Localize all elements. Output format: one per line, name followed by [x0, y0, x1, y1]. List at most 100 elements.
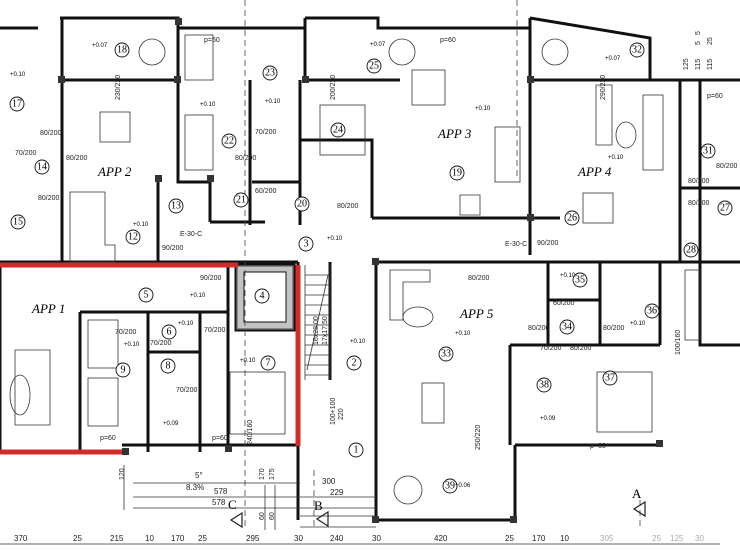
- room-number: 23: [262, 65, 278, 81]
- svg-text:370: 370: [14, 534, 28, 543]
- svg-text:39: 39: [445, 481, 455, 492]
- svg-text:3: 3: [304, 239, 309, 250]
- svg-text:+0.06: +0.06: [455, 483, 471, 489]
- bottom-dimensions: 370 25 215 10 170 25 295 30 240 30 420 2…: [0, 534, 720, 545]
- svg-text:250/220: 250/220: [475, 425, 482, 450]
- svg-text:70/200: 70/200: [150, 340, 172, 347]
- svg-text:10: 10: [560, 534, 569, 543]
- svg-text:100/160: 100/160: [675, 330, 682, 355]
- svg-text:32: 32: [632, 45, 642, 56]
- room-number: 3: [298, 236, 314, 252]
- svg-text:+0.10: +0.10: [350, 339, 366, 345]
- svg-text:25: 25: [505, 534, 514, 543]
- svg-text:220: 220: [338, 408, 345, 420]
- svg-text:38: 38: [539, 380, 549, 391]
- svg-text:8.3%: 8.3%: [186, 483, 204, 492]
- svg-text:33: 33: [441, 349, 451, 360]
- room-number: 14: [34, 159, 50, 175]
- room-number: 13: [168, 198, 184, 214]
- svg-text:60/200: 60/200: [553, 300, 575, 307]
- svg-text:80/200: 80/200: [40, 130, 62, 137]
- corridor-label: E-30-C: [505, 241, 527, 248]
- room-number: 4: [254, 288, 270, 304]
- columns: [58, 18, 663, 523]
- room-number: 27: [717, 200, 733, 216]
- staircase: [304, 265, 331, 380]
- walls: [0, 16, 740, 522]
- svg-text:5: 5: [695, 41, 702, 45]
- svg-text:18: 18: [117, 45, 127, 56]
- door-labels: 80/200 70/200 80/200 80/200 60/200 80/20…: [15, 129, 738, 394]
- svg-text:80/200: 80/200: [528, 325, 550, 332]
- svg-text:26: 26: [567, 213, 577, 224]
- room-number: 35: [572, 272, 588, 288]
- svg-text:24: 24: [333, 125, 343, 136]
- svg-text:175: 175: [269, 468, 276, 480]
- svg-text:36: 36: [647, 306, 657, 317]
- svg-text:19: 19: [452, 168, 462, 179]
- svg-text:60: 60: [269, 512, 276, 520]
- svg-text:70/200: 70/200: [15, 150, 37, 157]
- svg-text:300: 300: [322, 477, 336, 486]
- svg-text:80/200: 80/200: [570, 345, 592, 352]
- room-number: 37: [602, 370, 618, 386]
- room-number: 20: [294, 196, 310, 212]
- svg-text:C: C: [228, 497, 237, 512]
- svg-text:37: 37: [605, 373, 615, 384]
- svg-text:27: 27: [720, 203, 730, 214]
- svg-text:80/200: 80/200: [603, 325, 625, 332]
- svg-text:80/200: 80/200: [468, 275, 490, 282]
- svg-text:70/200: 70/200: [540, 345, 562, 352]
- room-number: 39: [442, 478, 458, 494]
- svg-text:200/220: 200/220: [330, 75, 337, 100]
- svg-text:170: 170: [532, 534, 546, 543]
- svg-text:p=60: p=60: [204, 37, 220, 44]
- room-number: 34: [559, 319, 575, 335]
- svg-text:5: 5: [695, 31, 702, 35]
- room-number: 24: [330, 122, 346, 138]
- svg-text:p=60: p=60: [590, 443, 606, 450]
- svg-text:+0.09: +0.09: [540, 416, 556, 422]
- svg-text:229: 229: [330, 488, 344, 497]
- furniture: [9, 34, 701, 505]
- app-label: APP 5: [459, 306, 494, 321]
- stair-label-2: 17x17.50: [322, 316, 329, 345]
- svg-text:4: 4: [260, 291, 265, 302]
- highlight-outline: [0, 262, 301, 455]
- svg-text:215: 215: [110, 534, 124, 543]
- svg-text:B: B: [314, 498, 323, 513]
- svg-text:+0.07: +0.07: [92, 43, 108, 49]
- svg-text:+0.10: +0.10: [178, 321, 194, 327]
- svg-text:30: 30: [372, 534, 381, 543]
- svg-text:90/200: 90/200: [537, 240, 559, 247]
- svg-text:125: 125: [683, 58, 690, 70]
- svg-text:7: 7: [266, 358, 271, 369]
- room-number: 5: [138, 287, 154, 303]
- svg-text:115: 115: [707, 59, 714, 70]
- svg-text:100+100: 100+100: [330, 397, 337, 425]
- svg-text:p=60: p=60: [100, 435, 116, 442]
- elevation-markers: +0.07 +0.10 +0.10 +0.10 +0.10 +0.10 +0.0…: [10, 42, 646, 489]
- svg-text:70/200: 70/200: [176, 387, 198, 394]
- svg-text:25: 25: [198, 534, 207, 543]
- svg-text:80/200: 80/200: [38, 195, 60, 202]
- svg-text:60: 60: [259, 512, 266, 520]
- svg-text:28: 28: [686, 245, 696, 256]
- app-label: APP 1: [31, 301, 65, 316]
- svg-text:295: 295: [246, 534, 260, 543]
- room-number: 38: [536, 377, 552, 393]
- svg-text:80/200: 80/200: [66, 155, 88, 162]
- svg-text:22: 22: [224, 136, 234, 147]
- svg-text:+0.07: +0.07: [370, 42, 386, 48]
- svg-text:125: 125: [670, 534, 684, 543]
- corridor-label: E-30-C: [180, 231, 202, 238]
- room-number: 7: [260, 355, 276, 371]
- right-dimensions: 125 115 115 5 25 5: [683, 31, 714, 70]
- svg-text:12: 12: [128, 232, 138, 243]
- svg-text:80/200: 80/200: [688, 178, 710, 185]
- svg-text:p=60: p=60: [212, 435, 228, 442]
- svg-text:+0.10: +0.10: [455, 331, 471, 337]
- svg-text:1: 1: [354, 445, 359, 456]
- svg-text:+0.10: +0.10: [560, 273, 576, 279]
